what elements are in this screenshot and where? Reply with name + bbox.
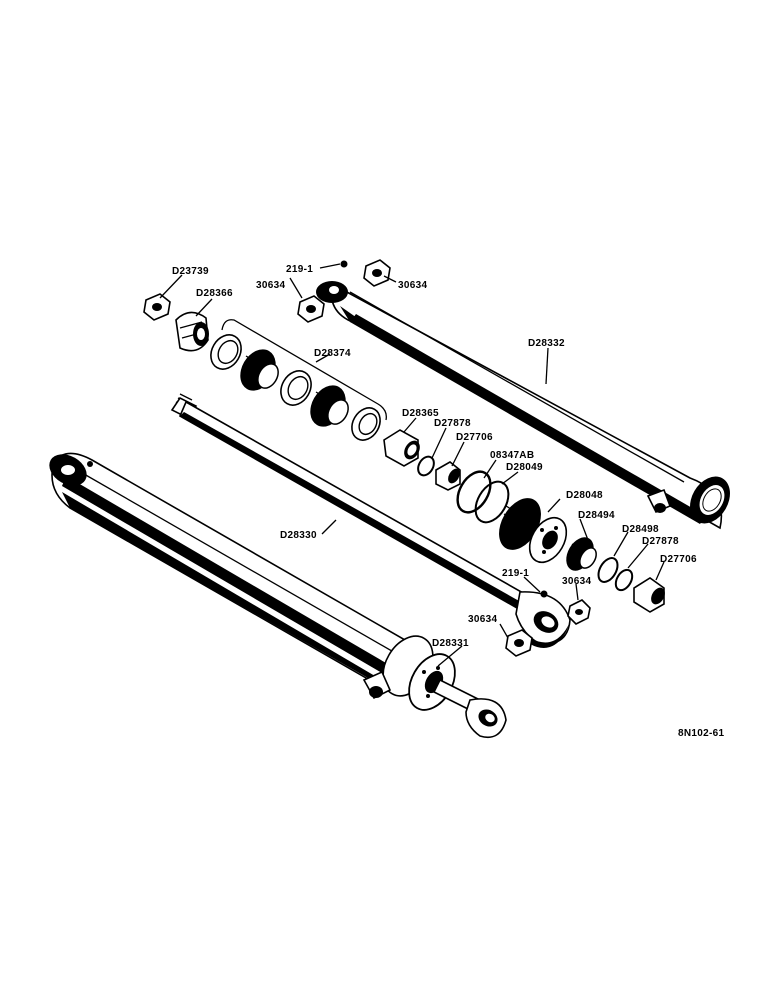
leader-lines (159, 263, 665, 667)
label-d23739: D23739 (172, 266, 209, 277)
cylinder-barrel-d28332 (316, 281, 730, 530)
grease-fitting-219-1-top (340, 260, 348, 268)
o-ring-08347ab (456, 470, 492, 514)
label-219-1-bottom: 219-1 (502, 568, 529, 579)
cylinder-head-d28048 (499, 498, 568, 564)
nut-d23739 (143, 293, 171, 321)
ring-d27878-a (417, 455, 435, 477)
drawing-number: 8N102-61 (678, 728, 724, 739)
label-d28048: D28048 (566, 490, 603, 501)
label-30634-mid: 30634 (562, 576, 591, 587)
label-d28330: D28330 (280, 530, 317, 541)
label-d28498: D28498 (622, 524, 659, 535)
part-labels: D23739 D28366 30634 219-1 30634 D28332 D… (172, 264, 724, 739)
bushing-d27706-b (633, 577, 665, 613)
label-d27878-a: D27878 (434, 418, 471, 429)
label-d28366: D28366 (196, 288, 233, 299)
label-30634-left: 30634 (256, 280, 285, 291)
label-219-1-top: 219-1 (286, 264, 313, 275)
gland-d28366 (175, 311, 209, 352)
assembled-cylinder-d28331 (49, 452, 507, 739)
piston-rod-d28330 (170, 393, 571, 648)
label-d28049: D28049 (506, 462, 543, 473)
nut-30634-mid (567, 599, 591, 625)
label-d28365: D28365 (402, 408, 439, 419)
seal-stack-d28374 (210, 319, 387, 441)
label-30634-top: 30634 (398, 280, 427, 291)
label-08347ab: 08347AB (490, 450, 534, 461)
label-d28332: D28332 (528, 338, 565, 349)
label-d28494: D28494 (578, 510, 615, 521)
bushing-d28365 (383, 429, 420, 467)
wiper-d28494 (566, 537, 597, 571)
bushing-d27706-a (435, 461, 461, 491)
nut-30634-top (363, 259, 391, 287)
label-d28374: D28374 (314, 348, 351, 359)
label-d27706-a: D27706 (456, 432, 493, 443)
label-d28331: D28331 (432, 638, 469, 649)
grease-fitting-219-1-bottom (540, 590, 548, 598)
label-30634-bottom: 30634 (468, 614, 497, 625)
nut-30634-bottom (505, 629, 533, 657)
label-d27706-b: D27706 (660, 554, 697, 565)
ring-d27878-b (614, 568, 634, 592)
nut-30634-left (297, 295, 325, 323)
ring-d28498 (597, 557, 619, 583)
label-d27878-b: D27878 (642, 536, 679, 547)
